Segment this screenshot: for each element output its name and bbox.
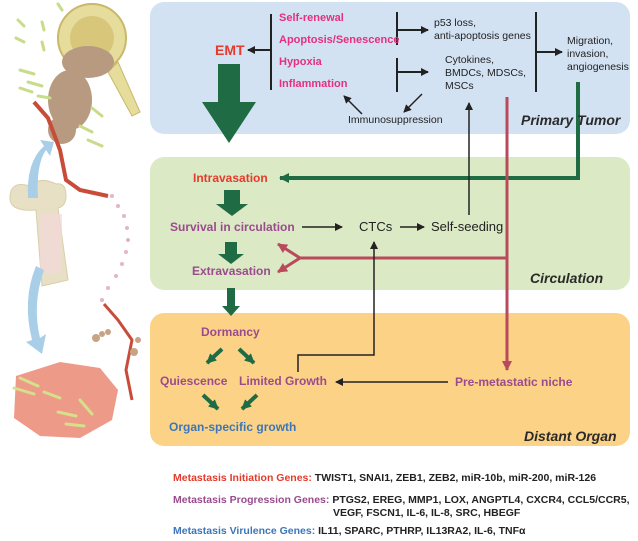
progression-genes-list-2: VEGF, FSCN1, IL-6, IL-8, SRC, HBEGF <box>333 507 521 519</box>
distant-vessel-icon <box>102 303 134 401</box>
dormancy-label: Dormancy <box>201 325 260 339</box>
green-arrow-survival-to-extra <box>218 242 244 264</box>
primary-tumor-title: Primary Tumor <box>521 112 621 128</box>
initiation-genes-title: Metastasis Initiation Genes: <box>173 472 312 484</box>
p53-label-2: anti-apoptosis genes <box>434 30 531 42</box>
metastatic-colony-icon <box>12 362 118 438</box>
cytokines-to-immuno-arrow <box>403 93 423 113</box>
cytokines-label-2: BMDCs, MDSCs, <box>445 67 527 79</box>
emt-label: EMT <box>215 42 245 58</box>
blood-vessel-icon <box>32 100 109 198</box>
dormancy-to-quiescence-arrow <box>205 347 224 365</box>
migration-label-3: angiogenesis <box>567 61 629 73</box>
progression-genes-title: Metastasis Progression Genes: <box>173 494 330 506</box>
limited-growth-label: Limited Growth <box>239 374 327 388</box>
immuno-to-inflammation-arrow <box>343 95 363 115</box>
quiescence-to-organ-growth-arrow <box>201 393 220 411</box>
immunosuppression-label: Immunosuppression <box>348 114 443 126</box>
dotted-path-icon <box>100 194 130 302</box>
green-return-line <box>279 82 580 183</box>
circulation-title: Circulation <box>530 270 604 286</box>
premetastatic-niche-label: Pre-metastatic niche <box>455 375 573 389</box>
survival-label: Survival in circulation <box>170 220 295 234</box>
blue-curved-arrow-down-icon <box>26 266 46 354</box>
distant-organ-title: Distant Organ <box>524 428 617 444</box>
virulence-genes-title: Metastasis Virulence Genes: <box>173 525 316 537</box>
limited-growth-to-ctcs-arrow <box>297 241 378 372</box>
green-cells-icon <box>14 2 104 148</box>
virulence-genes: Metastasis Virulence Genes: IL11, SPARC,… <box>173 525 526 537</box>
green-arrow-extra-to-dormancy <box>222 288 240 316</box>
limited-to-organ-growth-arrow <box>240 393 259 411</box>
factor-apoptosis: Apoptosis/Senescence <box>279 34 400 46</box>
p53-label-1: p53 loss, <box>434 17 477 29</box>
factor-self-renewal: Self-renewal <box>279 12 344 24</box>
quiescence-label: Quiescence <box>160 374 228 388</box>
initiation-genes-list: TWIST1, SNAI1, ZEB1, ZEB2, miR-10b, miR-… <box>314 472 597 484</box>
ctcs-label: CTCs <box>359 219 393 234</box>
red-fork-down-arrow <box>277 256 301 274</box>
cytokines-label-3: MSCs <box>445 80 474 92</box>
self-seeding-label: Self-seeding <box>431 219 504 234</box>
migration-label-1: Migration, <box>567 35 614 47</box>
virulence-genes-list: IL11, SPARC, PTHRP, IL13RA2, IL-6, TNFα <box>318 525 526 537</box>
dormancy-to-limited-growth-arrow <box>237 347 256 365</box>
cytokines-label-1: Cytokines, <box>445 54 495 66</box>
progression-genes: Metastasis Progression Genes: PTGS2, ERE… <box>173 494 630 506</box>
migration-label-2: invasion, <box>567 48 609 60</box>
initiation-genes: Metastasis Initiation Genes: TWIST1, SNA… <box>173 472 596 484</box>
factor-hypoxia: Hypoxia <box>279 56 322 68</box>
cell-clusters-icon <box>92 329 141 356</box>
blue-curved-arrow-up-icon <box>27 140 54 198</box>
factor-inflammation: Inflammation <box>279 78 348 90</box>
extravasation-label: Extravasation <box>192 264 271 278</box>
bone-icon <box>9 180 69 287</box>
big-green-down-arrow <box>202 64 256 143</box>
distant-organ-panel <box>150 313 630 446</box>
progression-genes-list: PTGS2, EREG, MMP1, LOX, ANGPTL4, CXCR4, … <box>332 494 630 506</box>
intravasation-label: Intravasation <box>193 171 268 185</box>
red-fork-up-arrow <box>277 242 301 260</box>
organ-specific-growth-label: Organ-specific growth <box>169 420 297 434</box>
green-arrow-intra-to-survival <box>216 190 248 216</box>
